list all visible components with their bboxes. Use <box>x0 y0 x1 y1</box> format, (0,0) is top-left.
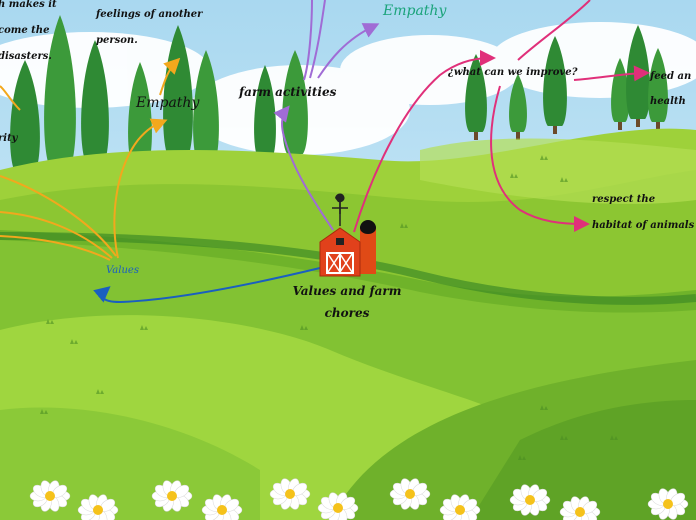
connector-top-offscreen-2 <box>304 0 312 80</box>
node-empathy-top[interactable]: Empathy <box>383 4 446 18</box>
node-feelings-line-1[interactable]: feelings of another <box>96 10 202 20</box>
node-what-improve[interactable]: ¿what can we improve? <box>448 68 577 78</box>
connector-orange-left-4 <box>0 86 20 110</box>
node-rity[interactable]: rity <box>0 134 18 144</box>
node-values[interactable]: Values <box>106 266 139 276</box>
central-topic-line-2: chores <box>288 307 406 319</box>
central-topic[interactable]: Values and farm chores <box>288 285 406 319</box>
node-feed-an[interactable]: feed an <box>650 72 691 82</box>
connector-empathy-left <box>114 122 162 258</box>
node-makes-it[interactable]: h makes it <box>0 0 57 10</box>
connector-feed <box>574 73 644 80</box>
node-disasters[interactable]: disasters. <box>0 52 52 62</box>
node-respect-line-2[interactable]: habitat of animals <box>592 221 694 231</box>
connector-orange-small <box>160 62 176 95</box>
connector-orange-left-3 <box>0 236 110 260</box>
node-feelings-line-2[interactable]: person. <box>96 36 138 46</box>
node-farm-activities[interactable]: farm activities <box>239 86 336 98</box>
connector-orange-left-2 <box>0 212 112 258</box>
connector-respect <box>491 86 584 224</box>
connector-orange-left-1 <box>0 176 116 256</box>
connector-pink-offscreen <box>518 0 590 60</box>
node-respect-line-1[interactable]: respect the <box>592 195 655 205</box>
connector-empathy-top <box>318 26 374 78</box>
node-come-the[interactable]: come the <box>0 26 49 36</box>
node-empathy-left[interactable]: Empathy <box>136 96 199 110</box>
barn-icon[interactable] <box>316 190 386 280</box>
node-health[interactable]: health <box>650 97 686 107</box>
central-topic-line-1: Values and farm <box>288 285 406 297</box>
